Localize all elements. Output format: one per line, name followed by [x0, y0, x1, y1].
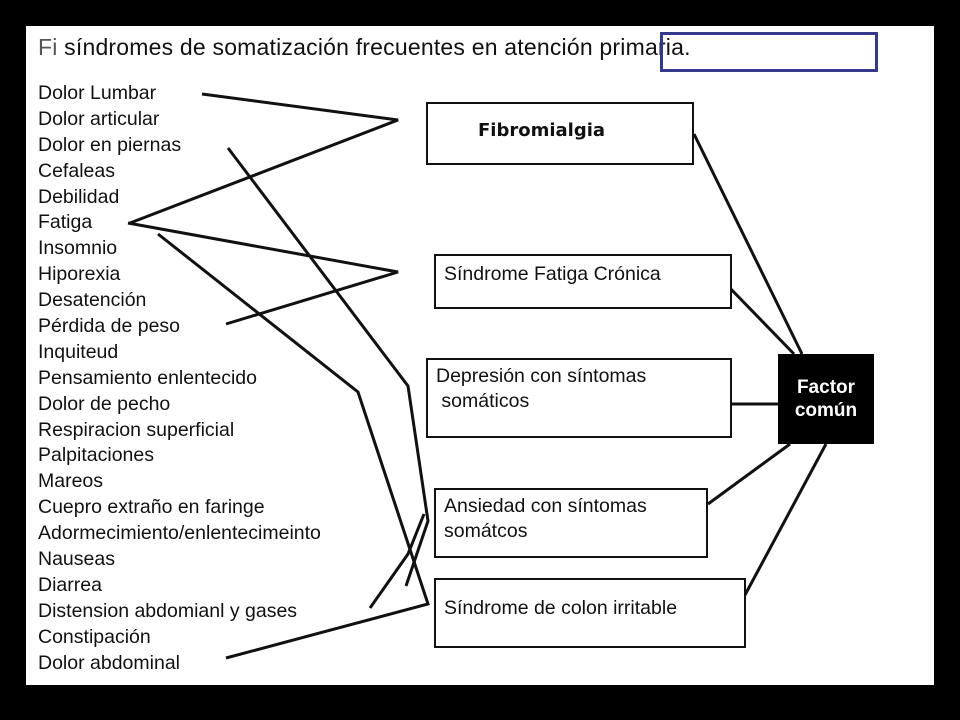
syndrome-box-fatiga-cronica: Síndrome Fatiga Crónica — [434, 254, 732, 309]
diagram-panel: Fi síndromes de somatización frecuentes … — [26, 26, 934, 685]
symptom-item: Hiporexia — [38, 263, 121, 286]
syndrome-label: Fibromialgia — [478, 120, 606, 141]
factor-label-line2: común — [794, 400, 858, 421]
diagram-title: Fi síndromes de somatización frecuentes … — [38, 34, 691, 61]
symptom-item: Insomnio — [38, 237, 118, 260]
symptom-item: Fatiga — [38, 211, 93, 234]
symptom-item: Inquiteud — [38, 340, 119, 363]
symptom-item: Mareos — [38, 470, 104, 493]
symptom-item: Palpitaciones — [38, 444, 154, 467]
symptom-item: Debilidad — [38, 185, 120, 208]
factor-comun-box: Factor común — [778, 354, 874, 444]
symptom-item: Dolor articular — [38, 107, 160, 130]
symptom-item: Dolor abdominal — [38, 651, 180, 674]
symptom-item: Pensamiento enlentecido — [38, 366, 257, 389]
symptom-item: Constipación — [38, 625, 151, 648]
connector-line — [692, 133, 804, 355]
title-text: síndromes de somatización frecuentes en … — [64, 34, 691, 60]
symptom-item: Dolor de pecho — [38, 392, 171, 415]
symptom-item: Diarrea — [38, 573, 102, 596]
symptom-item: Respiracion superficial — [38, 418, 235, 441]
syndrome-label-line1: Ansiedad con síntomas — [444, 495, 647, 517]
syndrome-label: Síndrome Fatiga Crónica — [444, 263, 661, 285]
syndrome-label: Síndrome de colon irritable — [444, 597, 678, 619]
connector-line — [129, 92, 399, 225]
syndrome-box-colon-irritable: Síndrome de colon irritable — [434, 578, 746, 648]
title-prefix: Fi — [38, 34, 58, 60]
syndrome-label-line2: somátcos — [444, 520, 528, 542]
syndrome-label-line2: somáticos — [436, 390, 530, 412]
connector-line — [368, 513, 426, 609]
connector-line — [707, 442, 791, 506]
symptom-item: Pérdida de peso — [38, 315, 181, 338]
symptom-item: Dolor Lumbar — [38, 82, 157, 104]
symptom-item: Adormecimiento/enlentecimeinto — [38, 522, 321, 545]
symptom-item: Nauseas — [38, 548, 115, 571]
symptom-item: Distension abdomianl y gases — [38, 599, 298, 622]
connector-line — [127, 221, 399, 326]
symptom-item: Desatención — [38, 289, 147, 312]
symptom-item: Cefaleas — [38, 159, 115, 182]
syndrome-box-ansiedad: Ansiedad con síntomas somátcos — [434, 488, 708, 558]
syndrome-box-depresion: Depresión con síntomas somáticos — [426, 358, 732, 438]
symptom-item: Dolor en piernas — [38, 133, 182, 156]
connector-lines — [127, 92, 828, 660]
symptom-item: Cuepro extraño en faringe — [38, 496, 265, 519]
title-highlight-box — [660, 32, 878, 72]
connector-line — [226, 147, 430, 587]
syndrome-label-line1: Depresión con síntomas — [436, 365, 647, 387]
syndrome-box-fibromialgia: Fibromialgia — [426, 102, 694, 165]
factor-label-line1: Factor — [796, 377, 856, 398]
connector-line — [157, 232, 430, 660]
symptom-list: Dolor Lumbar Dolor articular Dolor en pi… — [38, 81, 321, 676]
connector-line — [736, 443, 828, 609]
connector-line — [724, 282, 796, 356]
